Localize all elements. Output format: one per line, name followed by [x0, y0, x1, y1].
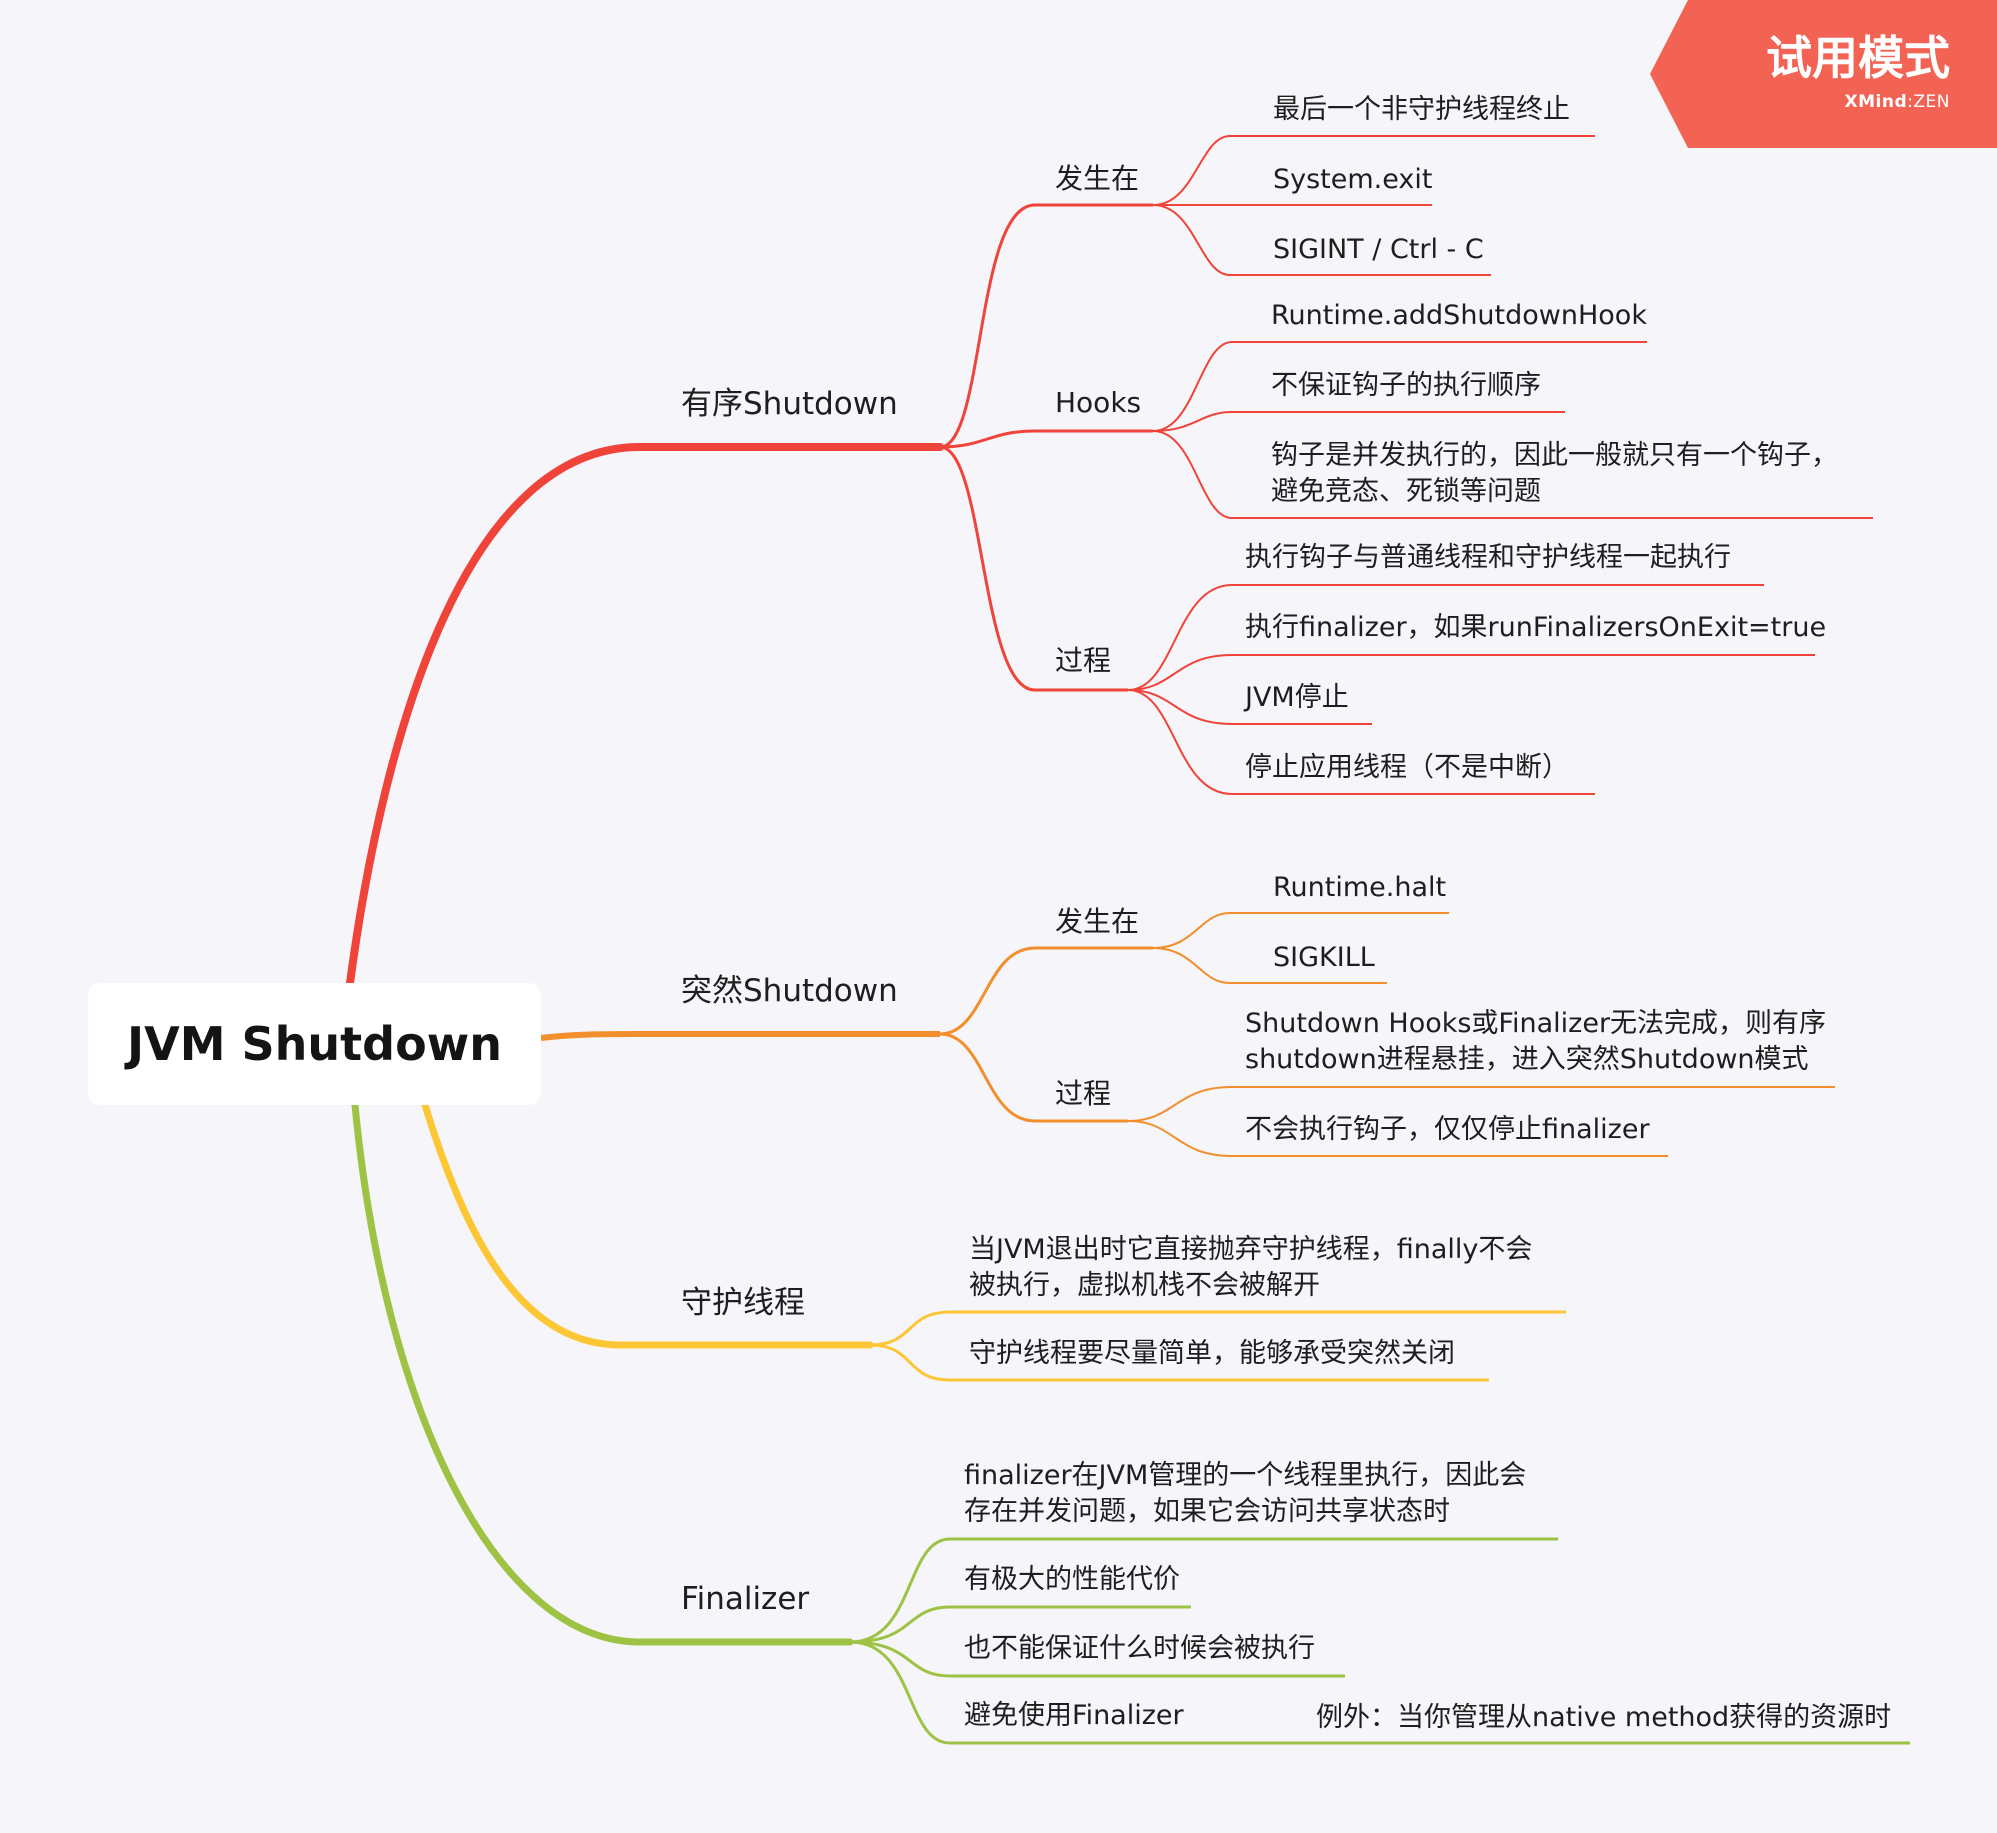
subtopic-process[interactable]: 过程	[1055, 644, 1112, 677]
leaf-topic-line1[interactable]: 当JVM退出时它直接抛弃守护线程，finally不会	[969, 1234, 1533, 1265]
topic-orderly-shutdown[interactable]: 有序Shutdown	[681, 386, 898, 422]
subtopic-process[interactable]: 过程	[1055, 1077, 1112, 1110]
leaf-topic[interactable]: JVM停止	[1245, 682, 1349, 713]
leaf-topic-line2[interactable]: 存在并发问题，如果它会访问共享状态时	[964, 1496, 1450, 1527]
leaf-topic[interactable]: System.exit	[1273, 164, 1433, 195]
leaf-topic[interactable]: Runtime.halt	[1273, 872, 1447, 903]
leaf-topic-line2[interactable]: 避免竞态、死锁等问题	[1271, 476, 1541, 507]
subtopic-hooks[interactable]: Hooks	[1055, 386, 1142, 419]
subtopic-occurs-on[interactable]: 发生在	[1055, 162, 1140, 195]
branch-line-finalizer	[351, 1101, 854, 1646]
leaf-topic[interactable]: 守护线程要尽量简单，能够承受突然关闭	[969, 1338, 1455, 1369]
leaf-topic[interactable]: 停止应用线程（不是中断）	[1245, 752, 1569, 783]
leaf-topic[interactable]: 不保证钩子的执行顺序	[1271, 370, 1541, 401]
leaf-topic[interactable]: 也不能保证什么时候会被执行	[964, 1633, 1315, 1664]
leaf-topic-line1[interactable]: 钩子是并发执行的，因此一般就只有一个钩子，	[1271, 440, 1838, 471]
topic-finalizer[interactable]: Finalizer	[681, 1581, 810, 1617]
leaf-topic[interactable]: 最后一个非守护线程终止	[1273, 94, 1570, 125]
leaf-topic-exception[interactable]: 例外：当你管理从native method获得的资源时	[1316, 1702, 1892, 1733]
topic-daemon-threads[interactable]: 守护线程	[681, 1285, 805, 1321]
leaf-topic[interactable]: SIGINT / Ctrl - C	[1273, 234, 1484, 265]
leaf-topic[interactable]: SIGKILL	[1273, 942, 1375, 973]
leaf-topic-avoid-finalizer[interactable]: 避免使用Finalizer	[964, 1700, 1184, 1731]
xmind-zen-logo: XMind:ZEN	[1844, 92, 1950, 112]
leaf-topic[interactable]: Runtime.addShutdownHook	[1271, 300, 1647, 331]
branch-line-daemon	[421, 1101, 874, 1349]
leaf-topic-line1[interactable]: Shutdown Hooks或Finalizer无法完成，则有序	[1245, 1008, 1827, 1039]
leaf-topic-line2[interactable]: shutdown进程悬挂，进入突然Shutdown模式	[1245, 1044, 1809, 1075]
root-topic[interactable]: JVM Shutdown	[88, 983, 541, 1105]
leaf-topic[interactable]: 不会执行钩子，仅仅停止finalizer	[1245, 1114, 1650, 1145]
subtopic-occurs-on[interactable]: 发生在	[1055, 905, 1140, 938]
leaf-topic[interactable]: 有极大的性能代价	[964, 1564, 1180, 1595]
branch-line-orderly	[346, 443, 944, 987]
trial-badge-shape	[1650, 0, 1997, 148]
leaf-topic-line2[interactable]: 被执行，虚拟机栈不会被解开	[969, 1270, 1320, 1301]
topic-abrupt-shutdown[interactable]: 突然Shutdown	[681, 973, 898, 1009]
branch-line-abrupt	[540, 1031, 940, 1041]
leaf-topic-line1[interactable]: finalizer在JVM管理的一个线程里执行，因此会	[964, 1460, 1527, 1491]
leaf-topic[interactable]: 执行钩子与普通线程和守护线程一起执行	[1245, 542, 1731, 573]
leaf-topic[interactable]: 执行finalizer，如果runFinalizersOnExit=true	[1245, 612, 1827, 643]
trial-mode-label: 试用模式	[1766, 31, 1950, 85]
